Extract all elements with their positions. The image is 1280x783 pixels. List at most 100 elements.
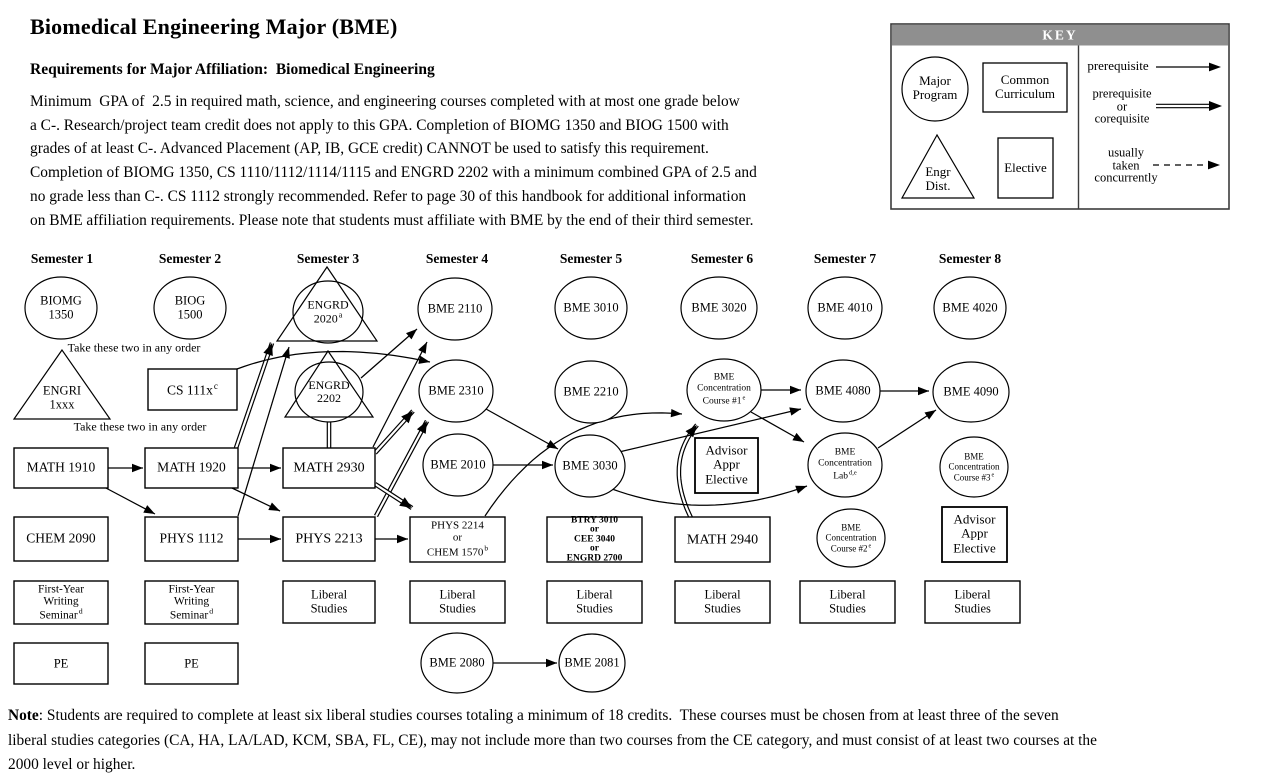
page-title: Biomedical Engineering Major (BME) (30, 14, 398, 39)
node-bme3030-label: BME 3030 (562, 459, 617, 473)
edge-phys2213-bme2310 (373, 419, 430, 518)
node-shape-pe2 (144, 642, 239, 685)
node-ls6-label: Liberal Studies (704, 588, 741, 616)
node-shape-math1920 (144, 447, 239, 489)
node-bme3030-text: BME 3030 (562, 458, 618, 473)
node-shape-bme4020 (933, 276, 1007, 340)
node-advappr8-label: Advisor Appr Elective (953, 511, 996, 557)
node-advappr6-label: Advisor Appr Elective (705, 442, 748, 488)
node-bmeconc2-label: BME Concentration Course #2e (826, 522, 877, 553)
node-bme4090-text: BME 4090 (943, 384, 999, 399)
node-ls4-label: Liberal Studies (439, 587, 476, 616)
node-shape-advappr6 (694, 437, 759, 494)
node-math2930-label: MATH 2930 (293, 460, 364, 475)
node-shape-chem2090 (13, 516, 109, 562)
node-engri1xxx-label: ENGRI 1xxx (42, 383, 82, 412)
node-shape-bme2081 (558, 633, 626, 693)
node-shape-bme4080 (805, 359, 881, 423)
semester-header-2: Semester 2 (158, 251, 222, 266)
node-shape-ls8 (924, 580, 1021, 624)
node-pe1-text: PE (53, 655, 69, 670)
edge-bme3030-bmeconclab (611, 485, 808, 506)
node-shape-bme2310 (418, 359, 494, 423)
node-shape-biog1500 (153, 276, 227, 340)
node-bme4010-label: BME 4010 (817, 301, 872, 315)
node-bmeconc1-superscript: e (742, 394, 746, 402)
node-pe2-label: PE (184, 655, 199, 671)
node-shape-cs111x (147, 368, 238, 411)
edge-engrd2202-bme2110 (360, 328, 418, 379)
node-shape-ls3 (282, 580, 376, 624)
node-shape-ls4 (409, 580, 506, 624)
edge-bme2310-bme3030 (485, 408, 559, 450)
semester-header-1: Semester 1 (30, 251, 94, 266)
node-pe2-text: PE (184, 655, 199, 670)
node-btry-label: BTRY 3010 or CEE 3040 or ENGRD 2700 (567, 515, 623, 564)
semester-header-4: Semester 4 (425, 251, 489, 266)
node-bme2110-label: BME 2110 (428, 302, 483, 316)
edge-math1920-math2930 (238, 463, 281, 473)
node-shape-engri1xxx (12, 348, 112, 420)
node-math1920-label: MATH 1920 (157, 460, 226, 476)
node-biomg1350-label: BIOMG 1350 (40, 293, 82, 322)
node-bme2210-label: BME 2210 (563, 385, 618, 399)
node-bme4020-text: BME 4020 (942, 300, 998, 315)
key-header-bar (892, 25, 1228, 46)
semester-header-5: Semester 5 (559, 251, 623, 266)
node-math2940-label: MATH 2940 (687, 532, 758, 547)
node-shape-bmeconclab (807, 432, 883, 498)
node-engri1xxx-text: ENGRI 1xxx (42, 383, 82, 411)
node-ls8-text: Liberal Studies (954, 587, 991, 615)
node-ls7-label: Liberal Studies (829, 588, 866, 616)
node-cs111x-superscript: c (213, 380, 218, 391)
edge-bmeconc1-bmeconclab (750, 411, 805, 443)
node-shape-pe1 (13, 642, 109, 685)
node-phys1112-text: PHYS 1112 (159, 530, 224, 546)
node-ls4-text: Liberal Studies (439, 587, 476, 615)
bottom-note: Note: Students are required to complete … (8, 704, 1276, 778)
edge-phys2213-phys2214 (375, 534, 408, 544)
node-engrd2020-superscript: a (338, 310, 343, 320)
node-bme4080-text: BME 4080 (815, 383, 871, 398)
node-fws2-label: First-Year Writing Seminard (168, 583, 214, 622)
node-shape-math1910 (13, 447, 109, 489)
node-fws1-label: First-Year Writing Seminard (38, 583, 84, 622)
node-shape-bme2080 (420, 632, 494, 694)
node-bme3010-label: BME 3010 (563, 301, 618, 315)
edge-phys2214-bmeconc1 (484, 409, 683, 517)
key-label-prerequisite: prerequisite (1087, 57, 1149, 73)
node-shape-bme2010 (422, 433, 494, 497)
node-math2930-text: MATH 2930 (293, 460, 365, 476)
node-phys1112-label: PHYS 1112 (159, 530, 224, 547)
node-engrd2202-text: ENGRD 2202 (308, 378, 350, 405)
node-bme2110-text: BME 2110 (427, 301, 483, 316)
node-bmeconclab-superscript: d,e (849, 469, 857, 477)
key-label-engr-dist: Engr Dist. (925, 163, 951, 193)
edge-math1920-engrd2020 (233, 342, 275, 449)
node-ls8-label: Liberal Studies (954, 587, 991, 616)
node-bme2080-text: BME 2080 (429, 655, 485, 670)
note-label: Note (8, 707, 39, 724)
edge-bmeconc1-bme4080 (761, 385, 801, 395)
key-title: KEY (1042, 27, 1078, 43)
key-concurrent-arrowhead (1208, 160, 1220, 170)
node-phys2213-text: PHYS 2213 (295, 531, 363, 547)
key-engr-dist-triangle (900, 133, 976, 199)
node-bme2081-text: BME 2081 (564, 655, 620, 670)
semester-header-6: Semester 6 (690, 251, 754, 266)
node-bmeconc1-text: BME Concentration Course #1 (697, 372, 751, 407)
node-shape-bme2110 (417, 277, 493, 341)
node-ls5-label: Liberal Studies (576, 588, 613, 616)
key-label-common-curriculum: Common Curriculum (995, 71, 1055, 101)
node-phys2214-superscript: b (484, 544, 489, 554)
node-biomg1350-text: BIOMG 1350 (40, 293, 82, 321)
key-common-curriculum-rect (982, 62, 1068, 113)
node-cs111x-text: CS 111x (167, 381, 213, 397)
node-bme4020-label: BME 4020 (942, 301, 997, 315)
requirements-paragraph: Minimum GPA of 2.5 in required math, sci… (30, 93, 757, 229)
semester-header-3: Semester 3 (296, 251, 360, 266)
edge-math1910-phys1112 (103, 486, 156, 515)
order-annotation-2: Take these two in any order (73, 419, 207, 434)
node-math1910-text: MATH 1910 (26, 459, 96, 475)
